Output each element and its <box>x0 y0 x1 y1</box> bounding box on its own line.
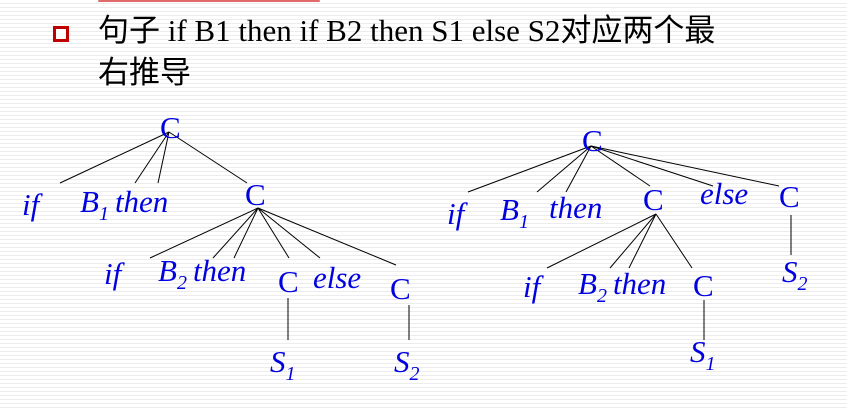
edge <box>168 131 248 184</box>
edge <box>149 207 259 259</box>
leaf-S2: S2 <box>782 254 808 295</box>
edge <box>257 207 290 259</box>
slide-heading: 句子 if B1 then if B2 then S1 else S2对应两个最… <box>98 10 838 94</box>
node-then: then <box>613 266 666 301</box>
edge <box>134 131 170 184</box>
node-C: C <box>693 268 714 303</box>
node-C: C <box>245 177 266 212</box>
node-if: if <box>523 269 545 304</box>
leaf-S1: S1 <box>270 344 296 385</box>
node-C-root: C <box>582 123 603 158</box>
node-B: B <box>80 184 99 219</box>
node-then: then <box>549 190 602 225</box>
node-B: B <box>158 253 177 288</box>
edge <box>655 213 693 269</box>
subscript-2: 2 <box>597 285 607 307</box>
edge <box>59 131 170 184</box>
edge <box>257 207 397 266</box>
node-S: S <box>394 344 410 379</box>
edge <box>157 131 170 184</box>
edge <box>233 207 259 259</box>
subscript-1: 1 <box>706 353 716 375</box>
node-else: else <box>313 260 361 295</box>
node-then: then <box>193 253 246 288</box>
leaf-S1: S1 <box>690 334 716 375</box>
edge <box>467 145 592 193</box>
node-B: B <box>500 192 519 227</box>
subscript-1: 1 <box>99 203 109 225</box>
subscript-1: 1 <box>519 211 529 233</box>
underline-mark <box>98 0 320 2</box>
subscript-2: 2 <box>798 273 808 295</box>
edge <box>565 145 592 193</box>
node-if: if <box>104 256 126 291</box>
subscript-2: 2 <box>177 272 187 294</box>
node-C: C <box>278 264 299 299</box>
node-else: else <box>700 176 748 211</box>
node-B2-then: B2 then <box>578 266 666 307</box>
node-S: S <box>690 334 706 369</box>
bullet-square-icon <box>53 26 69 42</box>
heading-line-2: 右推导 <box>98 55 191 90</box>
edge <box>212 207 259 259</box>
node-B2-then: B2 then <box>158 253 246 294</box>
edge <box>590 145 780 187</box>
subscript-1: 1 <box>286 363 296 385</box>
node-then: then <box>115 184 168 219</box>
edge <box>590 145 714 187</box>
node-if: if <box>22 187 44 222</box>
node-B1: B1 <box>500 192 529 233</box>
edge <box>546 213 657 269</box>
node-C-root: C <box>160 110 181 145</box>
edge <box>628 213 657 269</box>
subscript-2: 2 <box>410 363 420 385</box>
node-C: C <box>390 271 411 306</box>
node-B: B <box>578 266 597 301</box>
node-B1-then: B1 then <box>80 184 168 225</box>
node-S: S <box>782 254 798 289</box>
heading-line-1: 句子 if B1 then if B2 then S1 else S2对应两个最 <box>98 13 716 48</box>
node-C: C <box>643 182 664 217</box>
edge <box>590 145 651 187</box>
leaf-S2: S2 <box>394 344 420 385</box>
edge <box>536 145 592 193</box>
edge <box>609 213 657 269</box>
node-S: S <box>270 344 286 379</box>
node-if: if <box>447 196 469 231</box>
edge <box>257 207 321 259</box>
node-C: C <box>779 179 800 214</box>
